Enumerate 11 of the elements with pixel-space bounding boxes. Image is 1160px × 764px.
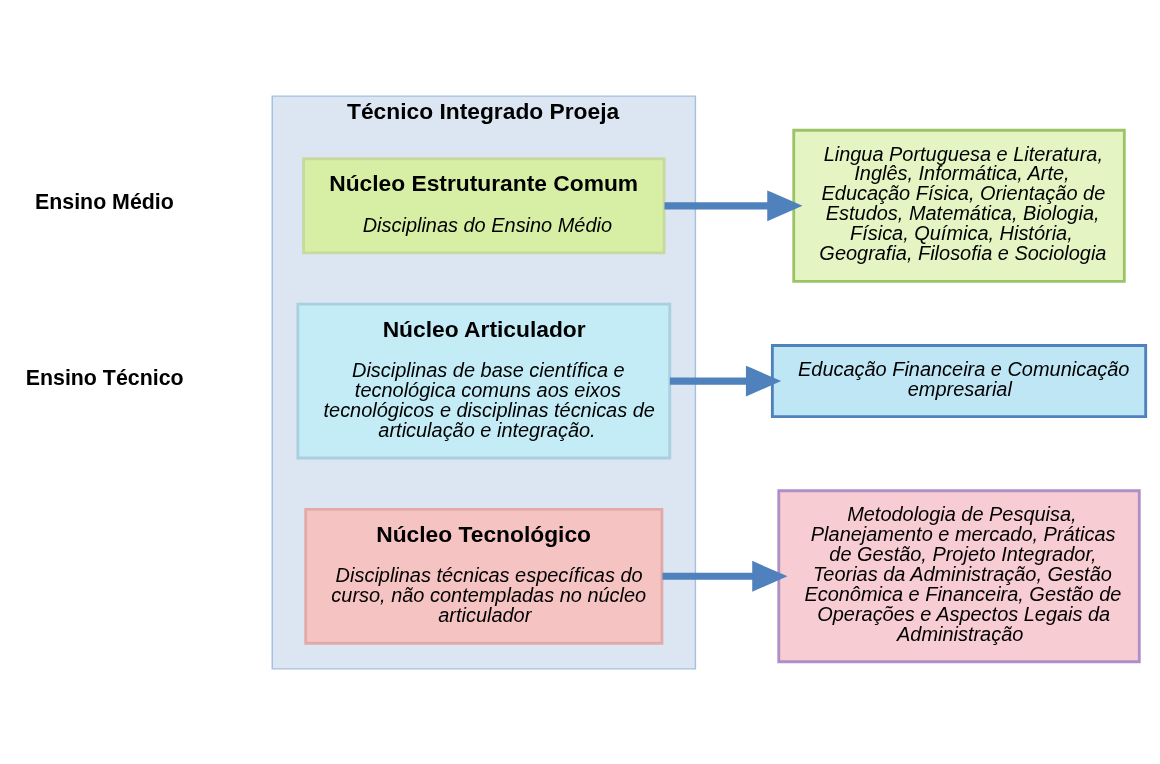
node-box: Educação Financeira e Comunicação empresarial: [770, 343, 1148, 418]
node-box: Metodologia de Pesquisa, Planejamento e mercado, Práticas de Gestão, Projeto Integrador, Teorias da Administração, Gestão Econômica e Financeira, Gestão de Operações e Aspectos Legais da Administração: [777, 488, 1141, 663]
label: Ensino Médio: [34, 189, 174, 214]
node-box: Núcleo Estruturante Comum Disciplinas do Ensino Médio: [302, 156, 666, 254]
node-box: Núcleo Articulador Disciplinas de base científica e tecnológica comuns aos eixos tecnológicos e disciplinas técnicas de articulação e integração.: [296, 302, 672, 459]
arrow: [664, 189, 803, 221]
node-box: Núcleo Tecnológico Disciplinas técnicas específicas do curso, não contempladas no núcleo articulador: [304, 507, 664, 645]
arrow: [669, 365, 782, 396]
node-box: Lingua Portuguesa e Literatura, Inglês, Informática, Arte, Educação Física, Orientação de Estudos, Matemática, Biologia, Física, Química, História, Geografia, Filosofia e Sociologia: [792, 128, 1126, 283]
arrow: [662, 560, 788, 592]
label: Ensino Técnico: [25, 365, 184, 390]
